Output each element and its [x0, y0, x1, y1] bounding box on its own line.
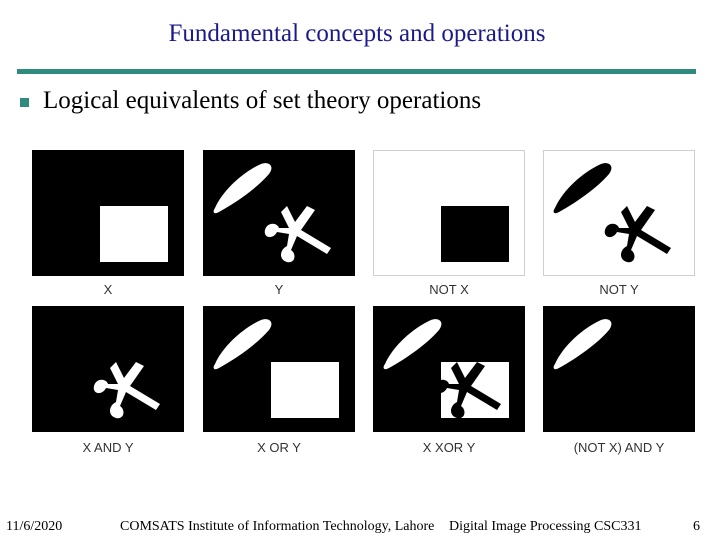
caption-not-x: NOT X [429, 282, 469, 297]
footer-course: Digital Image Processing CSC331 [449, 519, 642, 534]
footer-date: 11/6/2020 [6, 519, 63, 534]
caption-not-x-and-y: (NOT X) AND Y [573, 440, 665, 455]
image-x-xor-y [373, 306, 525, 432]
caption-not-y: NOT Y [599, 282, 639, 297]
image-x-or-y [203, 306, 355, 432]
image-not-y [543, 150, 695, 276]
caption-x: X [103, 282, 113, 297]
image-x [32, 150, 184, 276]
square-bullet-icon [20, 97, 29, 107]
title-divider [17, 69, 696, 74]
footer-institute: COMSATS Institute of Information Technol… [120, 519, 435, 534]
bullet-item: Logical equivalents of set theory operat… [20, 86, 481, 116]
image-y [203, 150, 355, 276]
image-not-x-and-y [543, 306, 695, 432]
caption-x-or-y: X OR Y [257, 440, 301, 455]
caption-y: Y [274, 282, 284, 297]
page-number: 6 [693, 519, 700, 534]
image-not-x [373, 150, 525, 276]
caption-x-and-y: X AND Y [82, 440, 134, 455]
caption-x-xor-y: X XOR Y [422, 440, 476, 455]
slide-title: Fundamental concepts and operations [168, 20, 546, 47]
image-x-and-y [32, 306, 184, 432]
bullet-text: Logical equivalents of set theory operat… [43, 87, 482, 114]
